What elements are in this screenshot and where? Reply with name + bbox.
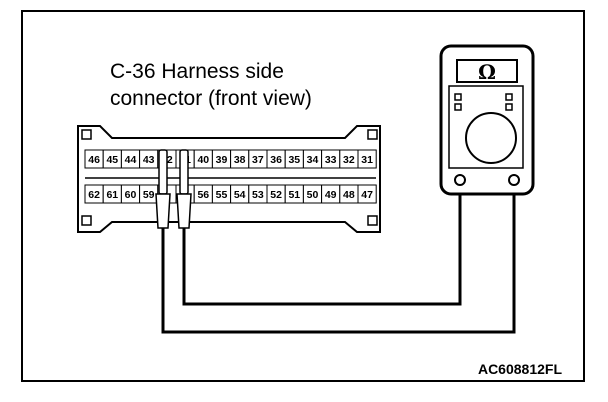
connector-outline bbox=[77, 125, 381, 233]
pin-label: 55 bbox=[216, 189, 228, 201]
caption-line-2: connector (front view) bbox=[110, 87, 312, 110]
figure-frame bbox=[21, 10, 585, 382]
pin-label: 62 bbox=[88, 189, 100, 201]
pin-label: 37 bbox=[252, 154, 264, 166]
ohmmeter-button bbox=[454, 103, 462, 111]
pin-label: 39 bbox=[216, 154, 228, 166]
pin-label: 49 bbox=[325, 189, 337, 201]
probe-pin-41 bbox=[176, 149, 192, 229]
pin-label: 45 bbox=[106, 154, 118, 166]
test-leads bbox=[161, 180, 516, 334]
pin-cell bbox=[357, 149, 377, 169]
ohmmeter-button bbox=[505, 93, 513, 101]
pin-label: 59 bbox=[143, 189, 155, 201]
lead-wire-pin-41 bbox=[182, 180, 462, 306]
ohmmeter-button bbox=[505, 103, 513, 111]
ohm-icon: Ω bbox=[478, 60, 496, 84]
pin-label: 56 bbox=[197, 189, 209, 201]
pin-label: 52 bbox=[270, 189, 282, 201]
pin-label: 54 bbox=[234, 189, 246, 201]
ohmmeter-dial bbox=[465, 112, 517, 164]
ohmmeter-button bbox=[454, 93, 462, 101]
pin-label: 47 bbox=[361, 189, 373, 201]
connector-top-row: 46454443424140393837363534333231 bbox=[84, 149, 377, 169]
connector-latch-left bbox=[81, 129, 92, 140]
pin-label: 48 bbox=[343, 189, 355, 201]
pin-label: 51 bbox=[288, 189, 300, 201]
terminal-ohm bbox=[508, 174, 520, 186]
figure-id: AC608812FL bbox=[477, 361, 562, 377]
caption-line-1: C-36 Harness side bbox=[110, 60, 284, 83]
pin-label: 40 bbox=[197, 154, 209, 166]
probe-pin-42 bbox=[155, 149, 171, 229]
ohmmeter-display bbox=[456, 59, 518, 83]
pin-label: 60 bbox=[125, 189, 137, 201]
lead-wire-pin-42 bbox=[161, 180, 516, 334]
connector-key-left bbox=[81, 215, 92, 226]
connector-key-right bbox=[367, 215, 378, 226]
pin-label: 31 bbox=[361, 154, 373, 166]
pin-label: 35 bbox=[288, 154, 300, 166]
pin-label: 61 bbox=[106, 189, 118, 201]
connector-bottom-row: 62 61 60 59 56 55 54 53 52 51 50 49 48 47 bbox=[84, 184, 377, 204]
pin-cell bbox=[357, 184, 377, 204]
terminal-com bbox=[454, 174, 466, 186]
pin-label: 34 bbox=[307, 154, 319, 166]
ohmmeter: Ω bbox=[439, 44, 535, 196]
pin-label: 38 bbox=[234, 154, 246, 166]
connector: 46454443424140393837363534333231 6261605… bbox=[77, 125, 381, 233]
pin-label: 33 bbox=[325, 154, 337, 166]
pin-label: 53 bbox=[252, 189, 264, 201]
pin-label: 50 bbox=[307, 189, 319, 201]
pin-label: 36 bbox=[270, 154, 282, 166]
pin-label: 43 bbox=[143, 154, 155, 166]
pin-label: 44 bbox=[125, 154, 137, 166]
connector-latch-right bbox=[367, 129, 378, 140]
pin-label: 32 bbox=[343, 154, 355, 166]
pin-label: 46 bbox=[88, 154, 100, 166]
